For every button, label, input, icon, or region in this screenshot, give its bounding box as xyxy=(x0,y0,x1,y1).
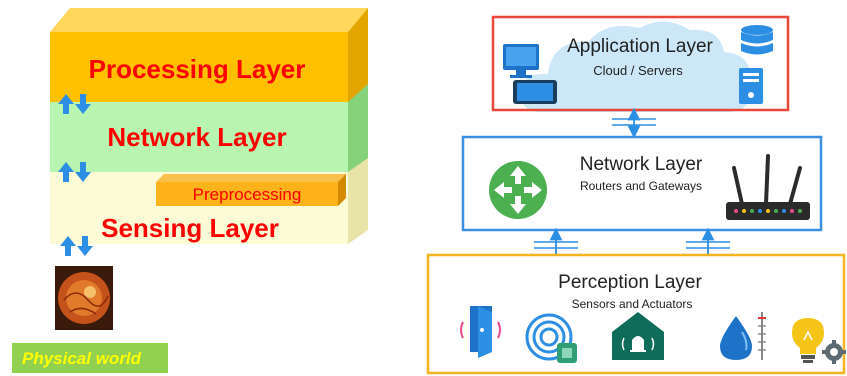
tablet-icon xyxy=(513,80,557,104)
cloud-shape xyxy=(521,21,752,112)
perception-layer-box: Perception Layer Sensors and Actuators xyxy=(426,253,846,375)
processing-layer-label: Processing Layer xyxy=(89,54,306,84)
network-layer-title: Network Layer xyxy=(580,154,703,175)
physical-world-image xyxy=(55,266,113,330)
updown-arrows-icon xyxy=(58,162,91,182)
physical-world-label: Physical world xyxy=(22,349,142,368)
door-sensor-icon xyxy=(460,306,501,358)
home-alarm-icon xyxy=(612,312,664,360)
network-layer-block xyxy=(50,84,368,172)
physical-world-banner xyxy=(12,343,168,373)
database-icon xyxy=(741,25,773,55)
connector-app-network xyxy=(612,107,656,139)
perception-layer-title: Perception Layer xyxy=(558,272,702,293)
left-layer-stack: Processing Layer Network Layer Preproces… xyxy=(12,8,368,373)
monitor-icon xyxy=(503,44,539,78)
network-layer-subtitle: Routers and Gateways xyxy=(580,179,702,193)
updown-arrows-icon xyxy=(58,94,91,114)
smart-bulb-icon xyxy=(792,318,846,364)
perception-layer-subtitle: Sensors and Actuators xyxy=(572,297,693,311)
server-icon xyxy=(739,68,763,104)
preprocessing-box xyxy=(156,174,346,206)
updown-arrows-icon xyxy=(60,236,93,256)
network-layer-box: Network Layer Routers and Gateways xyxy=(461,135,823,232)
sensing-layer-label: Sensing Layer xyxy=(101,213,279,243)
water-level-icon xyxy=(720,312,766,360)
wifi-router-icon xyxy=(726,154,810,220)
preprocessing-label: Preprocessing xyxy=(193,185,302,204)
application-layer-box: Application Layer Cloud / Servers xyxy=(491,15,790,112)
router-icon xyxy=(489,161,547,219)
application-layer-subtitle: Cloud / Servers xyxy=(593,63,683,78)
application-layer-title: Application Layer xyxy=(567,36,713,57)
processing-layer-block xyxy=(50,8,368,102)
right-architecture: Application Layer Cloud / Servers xyxy=(426,15,846,375)
radar-sensor-icon xyxy=(525,313,577,363)
network-layer-label-left: Network Layer xyxy=(107,122,286,152)
